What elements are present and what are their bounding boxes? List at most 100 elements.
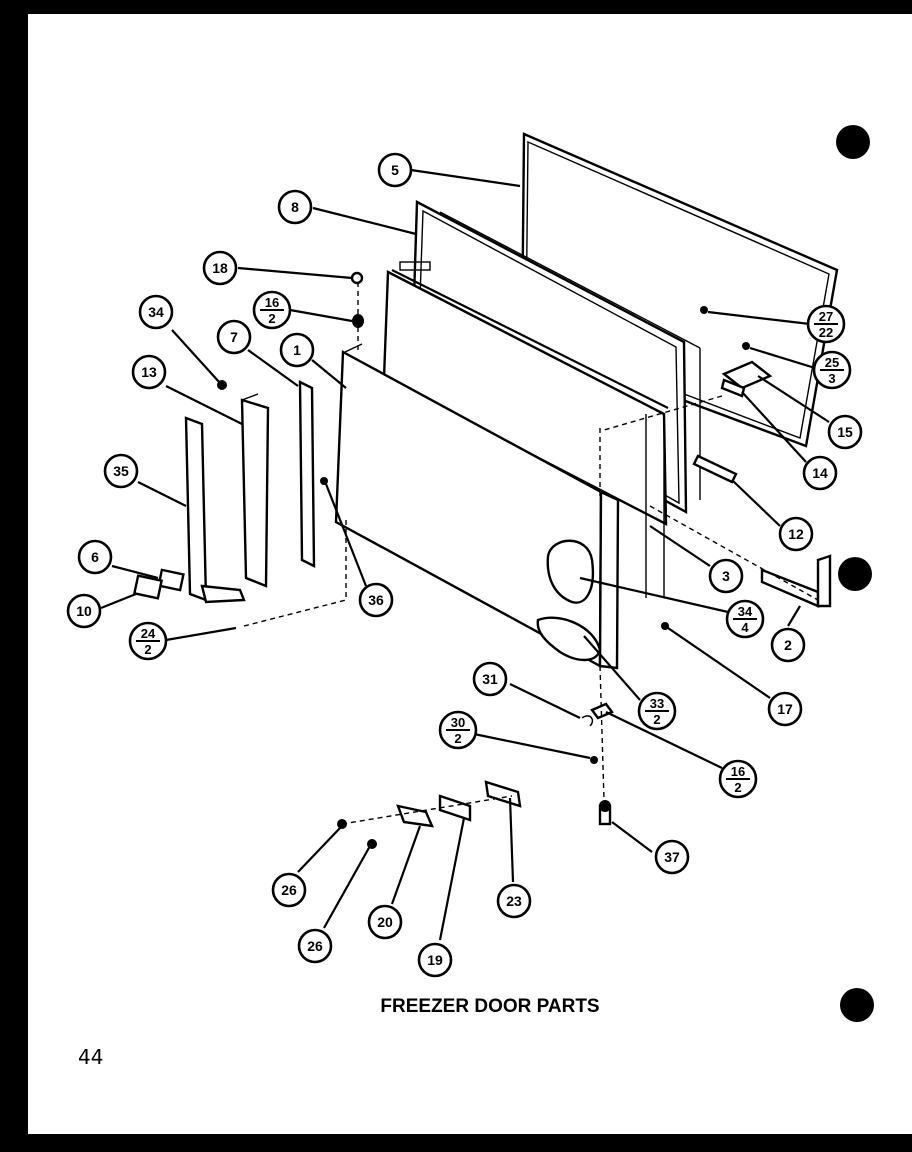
- diagram-title: FREEZER DOOR PARTS: [380, 996, 599, 1017]
- part-13-bracket: [240, 393, 270, 588]
- callout-quantity: 3: [828, 371, 835, 386]
- callout-12: 12: [778, 516, 814, 552]
- callout-14: 14: [802, 455, 838, 491]
- alignment-lines: [243, 282, 819, 825]
- callout-35: 35: [103, 453, 139, 489]
- callout-31: 31: [472, 661, 508, 697]
- exploded-view: [132, 132, 839, 849]
- callout-34: 34: [138, 294, 174, 330]
- part-31-clip: [581, 715, 594, 727]
- callout-8: 8: [277, 189, 313, 225]
- callout-quantity: 2: [454, 731, 461, 746]
- callout-quantity: 2: [268, 311, 275, 326]
- callout-3: 3: [708, 558, 744, 594]
- callout-number: 27: [819, 309, 833, 324]
- callout-number: 35: [113, 463, 129, 479]
- callout-1: 1: [279, 332, 315, 368]
- callout-17: 17: [767, 691, 803, 727]
- part-14-shim: [720, 378, 746, 398]
- callout-quantity: 2: [734, 780, 741, 795]
- callout-number: 26: [281, 882, 297, 898]
- callout-number: 33: [650, 696, 664, 711]
- callout-number: 17: [777, 701, 793, 717]
- callout-quantity: 4: [741, 620, 749, 635]
- callout-number: 31: [482, 671, 498, 687]
- callout-number: 20: [377, 914, 393, 930]
- callout-number: 34: [738, 604, 753, 619]
- part-6-retainer: [157, 568, 185, 592]
- part-12-channel: [692, 454, 738, 484]
- callout-number: 30: [451, 715, 465, 730]
- callout-number: 8: [291, 199, 299, 215]
- callout-number: 34: [148, 304, 164, 320]
- callout-2: 2: [770, 627, 806, 663]
- callout-25-3: 253: [812, 350, 852, 390]
- callout-number: 13: [141, 364, 157, 380]
- punch-hole-bottom: [840, 988, 874, 1022]
- part-7-strip: [298, 380, 316, 568]
- part-17-pin: [661, 622, 669, 630]
- callout-30-2: 302: [438, 710, 478, 750]
- callout-26-a: 26: [271, 872, 307, 908]
- part-10-nameplate: [132, 574, 164, 600]
- part-20-hinge-block: [396, 804, 434, 828]
- part-19-hinge-arm: [438, 794, 472, 822]
- callout-number: 16: [731, 764, 745, 779]
- hinge-cutout-lower: [536, 616, 602, 662]
- callout-number: 23: [506, 893, 522, 909]
- callout-number: 3: [722, 568, 730, 584]
- part-37-pivot-pin: [598, 800, 612, 826]
- callout-number: 12: [788, 526, 804, 542]
- callout-26-b: 26: [297, 928, 333, 964]
- callout-number: 1: [293, 342, 301, 358]
- part-35-bracket: [184, 416, 246, 604]
- leader-lines: [100, 168, 830, 941]
- part-36-screw: [320, 477, 328, 485]
- callout-23: 23: [496, 883, 532, 919]
- punch-hole-top: [836, 125, 870, 159]
- callout-number: 26: [307, 938, 323, 954]
- callout-16-2-top: 162: [252, 290, 292, 330]
- part-18-cap: [350, 271, 364, 285]
- part-3-inner-panel: [382, 261, 669, 598]
- callout-16-2-bottom: 162: [718, 759, 758, 799]
- part-23-hinge-plate: [484, 780, 522, 808]
- callout-34-4: 344: [725, 599, 765, 639]
- callout-quantity: 2: [144, 642, 151, 657]
- part-25-screw: [742, 342, 750, 350]
- callout-quantity: 22: [819, 325, 833, 340]
- callout-5: 5: [377, 152, 413, 188]
- callout-number: 18: [212, 260, 228, 276]
- callout-36: 36: [358, 582, 394, 618]
- callout-number: 19: [427, 952, 443, 968]
- callout-number: 15: [837, 424, 853, 440]
- callout-number: 36: [368, 592, 384, 608]
- callout-number: 37: [664, 849, 680, 865]
- hinge-cutout-upper: [546, 539, 595, 604]
- callout-number: 7: [230, 329, 238, 345]
- callout-number: 16: [265, 295, 279, 310]
- callout-number: 2: [784, 637, 792, 653]
- callout-number: 24: [141, 626, 156, 641]
- callout-number: 14: [812, 465, 828, 481]
- callout-13: 13: [131, 354, 167, 390]
- part-15-hinge: [721, 360, 773, 390]
- callout-6: 6: [77, 539, 113, 575]
- callout-18: 18: [202, 250, 238, 286]
- callout-7: 7: [216, 319, 252, 355]
- callout-24-2: 242: [128, 621, 168, 661]
- part-30-screw: [590, 756, 598, 764]
- page-number: 44: [78, 1045, 103, 1069]
- callout-quantity: 2: [653, 712, 660, 727]
- callout-number: 6: [91, 549, 99, 565]
- callout-15: 15: [827, 414, 863, 450]
- part-27-plug: [700, 306, 708, 314]
- callout-19: 19: [417, 942, 453, 978]
- callout-20: 20: [367, 904, 403, 940]
- part-1-door-panel: [334, 343, 620, 670]
- callout-33-2: 332: [637, 691, 677, 731]
- callout-37: 37: [654, 839, 690, 875]
